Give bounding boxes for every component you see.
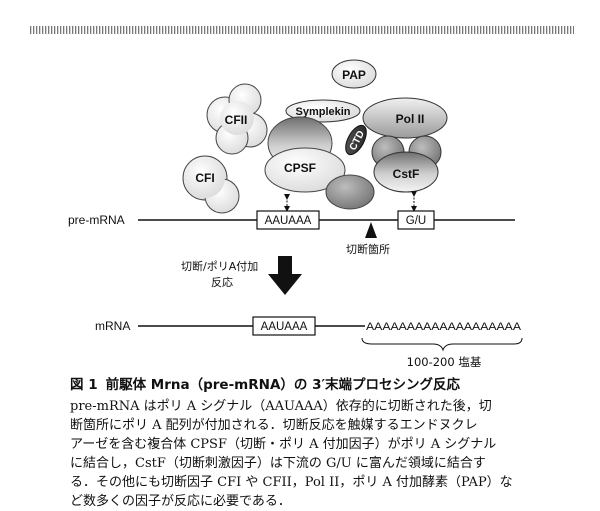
svg-text:反応: 反応 <box>211 275 233 289</box>
svg-text:CstF: CstF <box>393 167 420 181</box>
svg-text:CFI: CFI <box>195 171 214 185</box>
mrna-strand: mRNA AAUAAA AAAAAAAAAAAAAAAAAAA 100-200 … <box>95 316 523 369</box>
pre-mrna-strand: pre-mRNA AAUAAA G/U 切断箇所 <box>68 210 515 256</box>
top-decorative-rule <box>30 26 574 34</box>
cleavage-marker <box>365 222 377 238</box>
caption-line: に結合し，CstF（切断刺激因子）は下流の G/U に富んだ領域に結合す <box>70 456 486 471</box>
symplekin-protein: Symplekin <box>285 99 361 123</box>
svg-text:CFII: CFII <box>225 113 248 127</box>
gu-element: G/U <box>406 215 426 227</box>
mrna-signal: AAUAAA <box>261 321 308 333</box>
processing-diagram: PAP CFII Pol II Symplekin CPSF CTD CstF <box>30 26 574 369</box>
cleavage-site-label: 切断箇所 <box>346 242 390 256</box>
poly-a-length-label: 100-200 塩基 <box>407 355 482 369</box>
svg-text:Pol II: Pol II <box>396 112 425 126</box>
pol2-protein: Pol II <box>362 97 448 139</box>
caption-line: pre-mRNA はポリ A シグナル（AAUAAA）依存的に切断された後，切 <box>70 399 492 414</box>
cfii-protein: CFII <box>206 83 268 155</box>
cfi-protein: CFI <box>182 155 240 214</box>
svg-text:切断/ポリA付加: 切断/ポリA付加 <box>181 259 258 273</box>
binding-arrows <box>284 191 417 212</box>
pap-protein: PAP <box>331 59 377 89</box>
pre-mrna-signal: AAUAAA <box>265 215 312 227</box>
caption-line: る．その他にも切断因子 CFI や CFII，Pol II，ポリ A 付加酵素（… <box>70 475 513 490</box>
caption-line: 断箇所にポリ A 配列が付加される．切断反応を触媒するエンドヌクレ <box>70 418 478 433</box>
reaction-arrow: 切断/ポリA付加 反応 <box>181 256 302 295</box>
ctd-domain: CTD <box>345 124 367 156</box>
caption-line: アーゼを含む複合体 CPSF（切断・ポリ A 付加因子）がポリ A シグナル <box>70 437 497 452</box>
svg-text:PAP: PAP <box>342 68 366 82</box>
caption-line: ど数多くの因子が反応に必要である． <box>70 494 291 509</box>
svg-text:CPSF: CPSF <box>284 161 316 175</box>
svg-text:pre-mRNA: pre-mRNA <box>68 213 125 227</box>
svg-text:Symplekin: Symplekin <box>295 106 350 118</box>
cstf-protein: CstF <box>371 135 442 193</box>
cpsf-protein: CPSF <box>264 116 375 210</box>
svg-text:mRNA: mRNA <box>95 319 130 333</box>
poly-a-tail: AAAAAAAAAAAAAAAAAAA <box>366 321 522 333</box>
